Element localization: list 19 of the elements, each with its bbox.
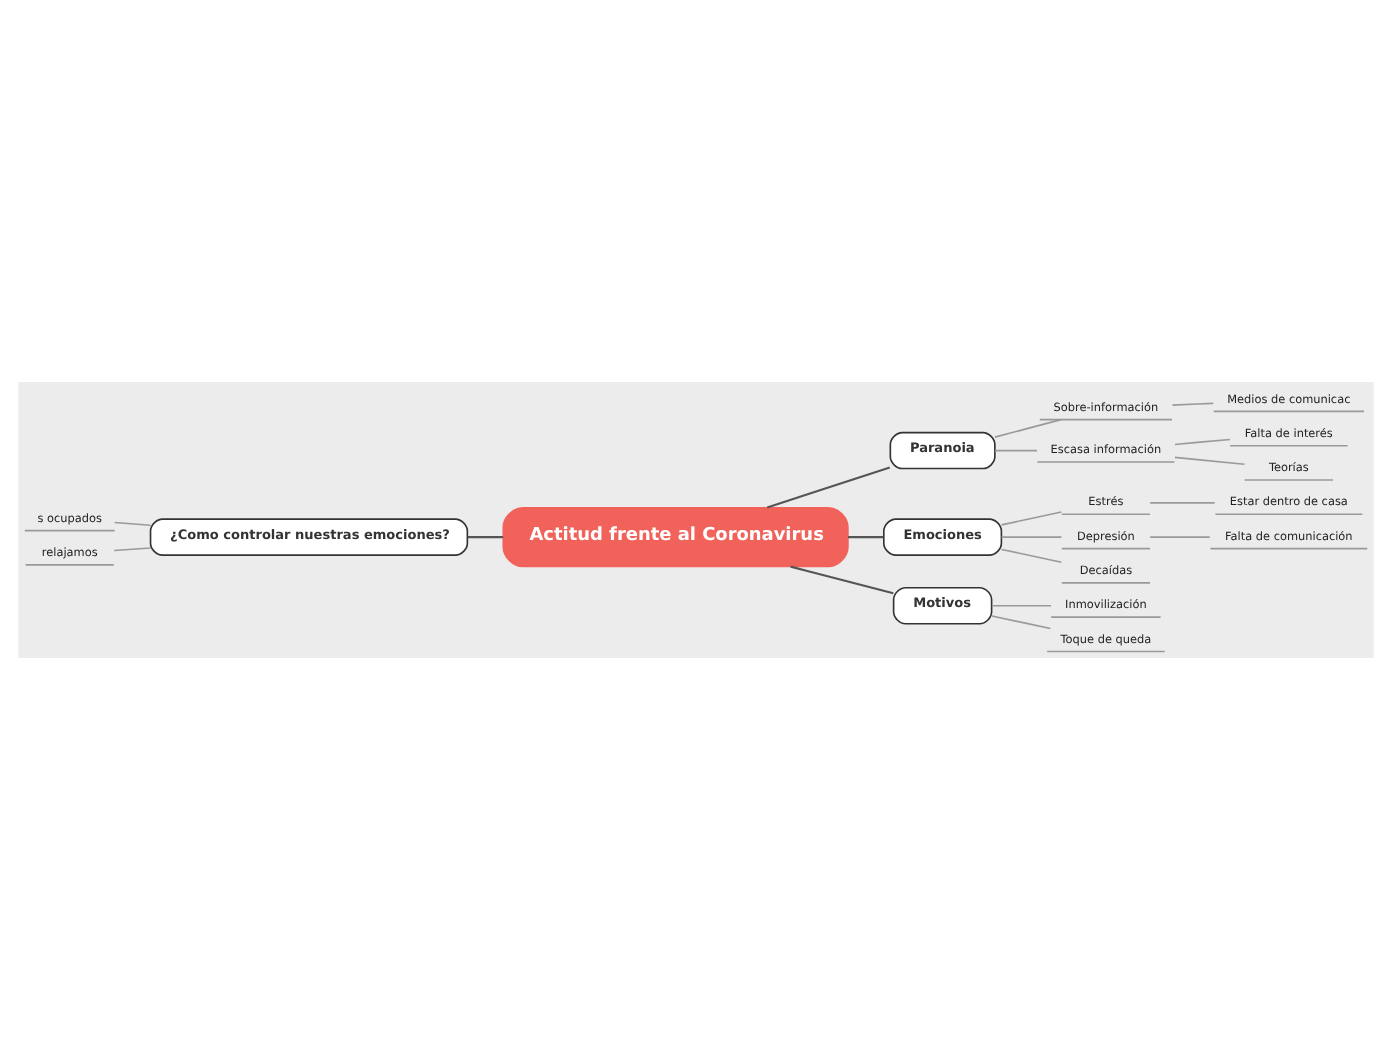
connector [1000,548,1063,564]
connector [1149,502,1216,504]
connector [1000,511,1063,526]
connector [1171,402,1215,406]
connector [994,449,1038,452]
connector [790,565,894,595]
connector [848,536,884,539]
connector [994,418,1062,438]
connector [1174,438,1231,446]
connector [991,604,1052,607]
node-box: Actitud frente al Coronavirus [502,506,849,568]
connector [1000,536,1063,538]
connector [1149,536,1211,538]
connector [113,521,152,527]
connector [991,615,1052,630]
connector [1174,456,1246,466]
connector [467,536,504,539]
connector [766,466,891,509]
connector [113,547,152,552]
